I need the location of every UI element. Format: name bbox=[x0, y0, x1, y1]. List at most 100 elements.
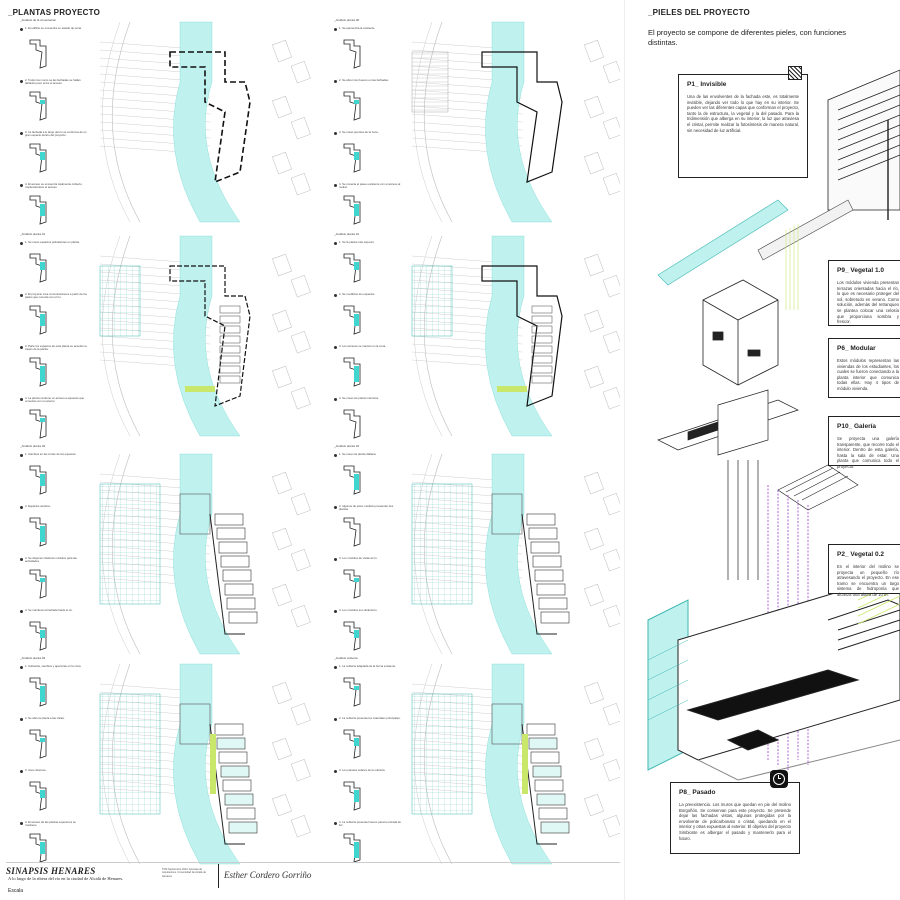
left-section-title: _Análisis planta 03 bbox=[20, 656, 46, 660]
mid-section-title: _Análisis planta 01 bbox=[334, 232, 360, 236]
thumb-diagrams bbox=[29, 39, 361, 863]
thumb-diagram bbox=[343, 677, 361, 707]
mid-section-title: _Análisis cubierta bbox=[334, 656, 358, 660]
hatch-icon bbox=[788, 66, 802, 80]
floor-plan bbox=[99, 21, 311, 223]
mid-note: 3. Los módulos de vistas al río. bbox=[339, 556, 378, 560]
left-note: 4. La planta contiene un acceso a espaci… bbox=[25, 396, 85, 404]
skin-box-p10: P10_ Galería Se proyecta una galería tra… bbox=[828, 416, 900, 469]
skin-box-p1: P1_ Invisible Una de las envolventes de … bbox=[678, 74, 808, 178]
bullet-dot bbox=[334, 398, 337, 401]
footer-rule bbox=[6, 862, 620, 863]
thumb-diagram bbox=[343, 143, 361, 173]
bullet-dot bbox=[334, 132, 337, 135]
mid-note: 1. Se la planta más superior. bbox=[339, 240, 375, 244]
thumb-diagram bbox=[29, 465, 47, 495]
signature: Esther Cordero Gorriño bbox=[224, 870, 312, 880]
skin-text: En el interior del molino se proyecta un… bbox=[837, 564, 899, 597]
floor-plan bbox=[99, 453, 311, 655]
pieles-title: _Pieles del proyecto bbox=[648, 8, 750, 17]
floor-plan bbox=[411, 235, 620, 437]
left-section-title: _Análisis de la cimentación bbox=[20, 18, 57, 22]
bullet-dot bbox=[20, 558, 23, 561]
mid-note: 4. Se conecta el paseo existente con el … bbox=[339, 182, 401, 190]
thumb-diagram bbox=[343, 91, 361, 121]
bullet-dot bbox=[334, 454, 337, 457]
thumb-diagram bbox=[343, 409, 361, 439]
thumb-diagram bbox=[343, 729, 361, 759]
thumb-diagram bbox=[29, 253, 47, 283]
mid-note: 4. Se crean los patios interiores. bbox=[339, 396, 379, 400]
skin-text: Se proyecta una galería transparente, qu… bbox=[837, 436, 899, 469]
panel-divider bbox=[624, 0, 625, 900]
skin-box-p2: P2_ Vegetal 0.2 En el interior del molin… bbox=[828, 544, 900, 597]
left-note: 2. Espacios amplios. bbox=[25, 504, 51, 508]
bullet-dot bbox=[334, 80, 337, 83]
thumb-diagram bbox=[343, 253, 361, 283]
left-note: 4. Se mantiene la fachada hacia el río. bbox=[25, 608, 73, 612]
thumb-diagram bbox=[343, 195, 361, 225]
project-title: SINAPSIS HENARES bbox=[6, 866, 96, 876]
skin-box-p8: P8_ Pasado La preexistencia. Los muros q… bbox=[670, 782, 800, 854]
plantas-panel: _Plantas proyecto _Análisis de la ciment… bbox=[8, 8, 620, 865]
bullet-dot bbox=[334, 558, 337, 561]
escala-label: Escala bbox=[8, 888, 24, 894]
bullet-dot bbox=[334, 610, 337, 613]
bullet-dot bbox=[334, 822, 337, 825]
skin-title: P8_ Pasado bbox=[679, 789, 716, 796]
mid-note: 4. La cubierta presenta huecos para la e… bbox=[339, 820, 401, 828]
left-note: 1. El edificio se encuentra en estado de… bbox=[25, 26, 82, 30]
skin-box-p6: P6_ Modular Estos módulos representan la… bbox=[828, 338, 900, 398]
left-note: 1. Cambios en las zonas de los espacios. bbox=[25, 452, 77, 456]
left-note: 2. El proyecto crea comunicaciones a par… bbox=[25, 292, 87, 300]
thumb-diagram bbox=[29, 729, 47, 759]
thumb-diagram bbox=[29, 621, 47, 651]
mid-note: 1. La cubierta adaptada de la forma exis… bbox=[339, 664, 396, 668]
bullet-dot bbox=[20, 132, 23, 135]
thumb-diagram bbox=[343, 357, 361, 387]
skin-text: Estos módulos representan las viviendas … bbox=[837, 358, 899, 391]
bullet-dot bbox=[334, 294, 337, 297]
left-note: 2. Se abre la planta a las vistas. bbox=[25, 716, 65, 720]
left-note: 4. El acceso de las plantas superiores s… bbox=[25, 820, 76, 828]
thumb-diagram bbox=[343, 621, 361, 651]
signature-logo bbox=[218, 864, 219, 888]
thumb-diagram bbox=[29, 677, 47, 707]
bullet-dot bbox=[20, 454, 23, 457]
thumb-diagram bbox=[343, 517, 361, 547]
left-note: 4. El acceso se encuentra totalmente cub… bbox=[25, 182, 83, 190]
bullet-dot bbox=[20, 610, 23, 613]
thumb-diagram bbox=[343, 305, 361, 335]
mid-note: 2. Se abren los huecos en las fachadas. bbox=[339, 78, 389, 82]
mid-note: 2. La cubierta presenta los materiales p… bbox=[339, 716, 401, 720]
pieles-panel: _Pieles del proyecto El proyecto se comp… bbox=[628, 0, 900, 900]
thumb-diagram bbox=[29, 357, 47, 387]
thumb-diagram bbox=[343, 569, 361, 599]
bullet-dot bbox=[334, 28, 337, 31]
bullet-dot bbox=[334, 242, 337, 245]
left-note: 2. Todos los muros se las fachadas se ha… bbox=[25, 78, 81, 86]
skin-text: Los módulos vivienda presentan terrazas … bbox=[837, 280, 899, 325]
left-note: 3. Usos diversos. bbox=[25, 768, 47, 772]
skin-title: P9_ Vegetal 1.0 bbox=[837, 267, 884, 274]
thumb-diagram bbox=[29, 409, 47, 439]
mid-note: 3. Los accesos se marcan en la zona. bbox=[339, 344, 386, 348]
clock-icon bbox=[770, 770, 788, 788]
thumb-diagram bbox=[29, 833, 47, 863]
bullet-dot bbox=[20, 242, 23, 245]
plans-drawing bbox=[99, 21, 620, 865]
bullet-dot bbox=[20, 506, 23, 509]
mid-note: 4. Los módulos son dinámicos. bbox=[339, 608, 378, 612]
bullet-dot bbox=[20, 666, 23, 669]
mid-section-title: _Análisis planta 00 bbox=[334, 18, 360, 22]
floor-plan bbox=[411, 21, 620, 223]
mid-note: 3. Se crean puentes de la zona. bbox=[339, 130, 379, 134]
bullet-dot bbox=[334, 718, 337, 721]
credits: TFM Septiembre 2022. Escuela de Arquitec… bbox=[162, 868, 206, 878]
bullet-dot bbox=[20, 346, 23, 349]
left-section-title: _Análisis planta 01 bbox=[20, 232, 46, 236]
left-note: 1. Cubiertas, cambios y aperturas en la … bbox=[25, 664, 82, 668]
bullet-dot bbox=[334, 770, 337, 773]
skin-title: P2_ Vegetal 0.2 bbox=[837, 551, 884, 558]
project-subtitle: A lo largo de la ribera del río en la ci… bbox=[8, 876, 124, 881]
